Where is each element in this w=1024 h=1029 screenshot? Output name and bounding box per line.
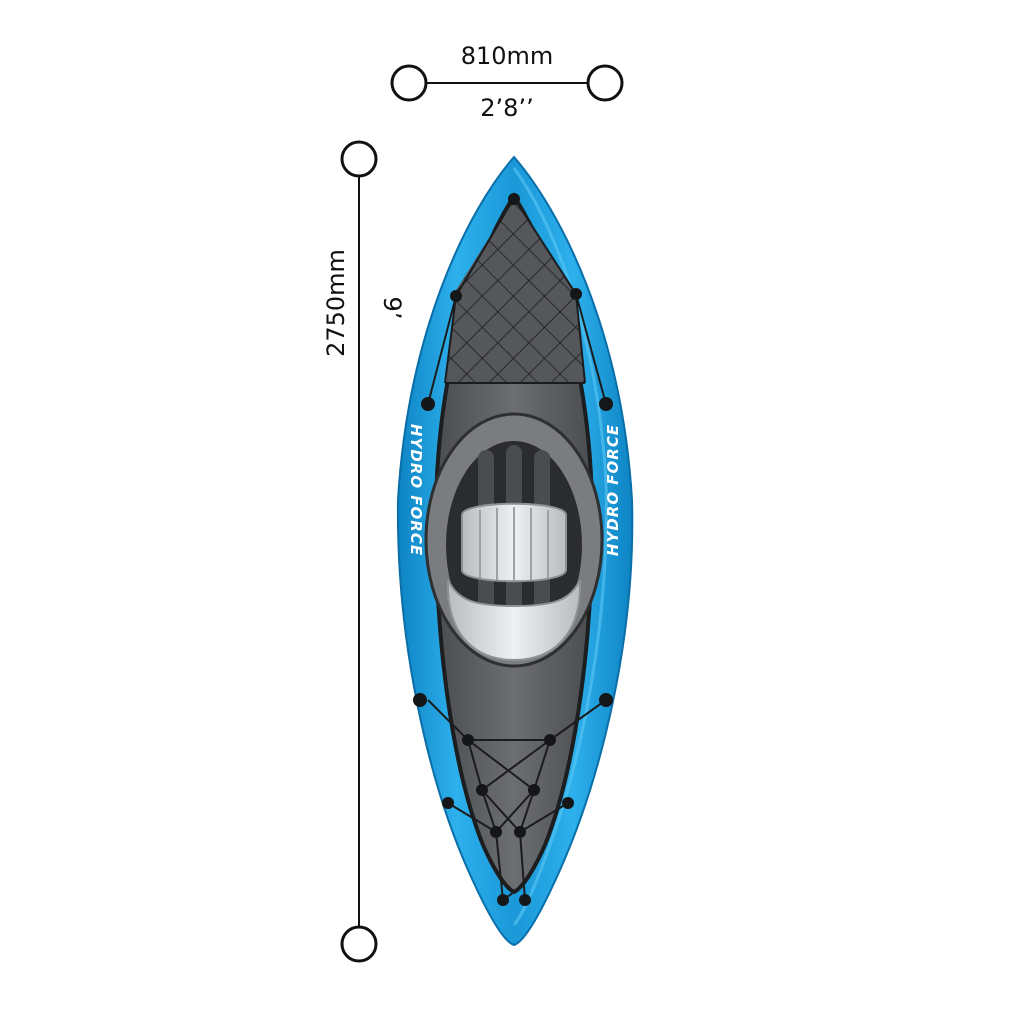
hull-highlight <box>512 167 608 926</box>
seat-cushion <box>446 579 582 662</box>
kayak-illustration: HYDRO FORCE HYDRO FORCE <box>396 155 634 947</box>
length-dimension: 2750mm 9’ <box>322 140 406 963</box>
width-dimension: 810mm 2’8’’ <box>390 42 624 122</box>
width-right-marker <box>586 64 624 102</box>
length-metric-label: 2750mm <box>322 249 350 357</box>
length-top-marker <box>340 140 378 178</box>
rear-bungee-cords <box>427 699 607 902</box>
width-left-marker <box>390 64 428 102</box>
deck-anchor-points <box>413 193 613 906</box>
width-imperial-label: 2’8’’ <box>480 94 533 122</box>
brand-label-right: HYDRO FORCE <box>604 424 622 556</box>
width-metric-label: 810mm <box>461 42 554 70</box>
length-imperial-label: 9’ <box>378 297 406 320</box>
brand-label-left: HYDRO FORCE <box>407 424 425 556</box>
length-bottom-marker <box>340 925 378 963</box>
seat-backrest-ribs <box>479 507 549 581</box>
